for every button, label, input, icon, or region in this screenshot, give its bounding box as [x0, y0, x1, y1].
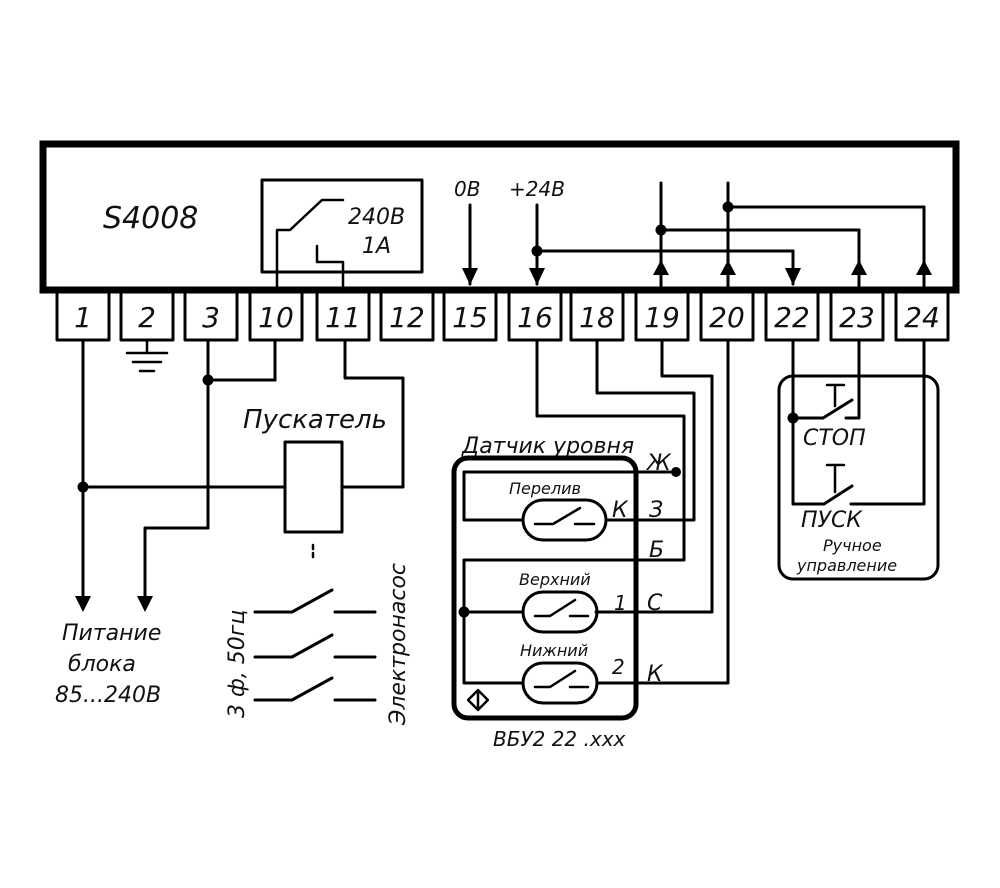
power-supply-line1: Питание	[62, 621, 161, 646]
terminal-label: 12	[389, 301, 425, 334]
lower-switch	[521, 661, 599, 705]
switch-upper-label: Верхний	[519, 570, 591, 589]
terminal-label: 23	[839, 301, 875, 334]
terminal-label: 2	[138, 301, 156, 334]
switch-lower-label: Нижний	[520, 641, 588, 660]
pin-k-overflow: К	[612, 498, 629, 523]
power-wires	[75, 338, 405, 612]
three-phase-contacts	[253, 588, 377, 702]
overflow-switch	[521, 498, 608, 542]
terminal-label: 3	[202, 301, 220, 334]
terminal-15	[442, 290, 498, 342]
power-supply-line3: 85...240В	[55, 683, 161, 708]
relay-voltage: 240В	[348, 205, 405, 230]
pump-label: Электронасос	[386, 563, 411, 726]
supply-0v-arrowhead	[462, 268, 478, 285]
terminal-label: 20	[709, 301, 745, 334]
level-sensor-wiring	[458, 338, 730, 685]
pin-2: 2	[612, 655, 625, 679]
terminal-23	[829, 290, 885, 342]
mains-label: 3 ф, 50гц	[225, 610, 250, 718]
level-sensor-title: Датчик уровня	[461, 434, 634, 459]
terminal-label: 11	[325, 301, 361, 334]
relay-contact	[275, 198, 345, 292]
level-sensor-box	[451, 455, 639, 721]
level-sensor-model: ВБУ2 22 .ххх	[493, 727, 626, 751]
wire-b: Б	[649, 538, 664, 563]
controller-model: S4008	[103, 201, 198, 236]
supply-0v-label: 0В	[454, 177, 480, 201]
terminal-label: 22	[774, 301, 810, 334]
upper-switch	[521, 590, 599, 634]
terminal-label: 18	[579, 301, 615, 334]
start-button	[822, 463, 854, 506]
wire-z: З	[649, 498, 663, 523]
wire-zh: Ж	[645, 451, 672, 476]
terminal-16	[507, 290, 563, 342]
manual-control-line1: Ручное	[823, 536, 882, 555]
terminal-label: 15	[452, 301, 488, 334]
terminal-11	[315, 290, 371, 342]
stop-button	[821, 383, 854, 420]
switch-overflow-label: Перелив	[509, 479, 581, 498]
start-label: ПУСК	[801, 508, 863, 533]
terminal-24	[894, 290, 950, 342]
terminal-label: 19	[644, 301, 680, 334]
stop-label: СТОП	[803, 426, 866, 451]
relay-current: 1А	[362, 234, 391, 259]
supply-24v-arrowhead	[529, 268, 545, 285]
terminal-label: 24	[904, 301, 940, 334]
wire-s: С	[647, 591, 663, 616]
sensor-diamond-icon	[466, 688, 490, 712]
terminal-strip: 1 2 3 10 11 12 15 16 18 19 20 22 23 24	[55, 290, 950, 342]
manual-control-wiring	[787, 338, 926, 506]
controller-body	[39, 140, 960, 294]
internal-wiring	[531, 181, 932, 292]
terminal-label: 1	[74, 301, 92, 334]
pin-1: 1	[614, 591, 627, 615]
ground-icon	[125, 338, 169, 373]
terminal-label: 16	[517, 301, 553, 334]
starter-coil	[283, 440, 344, 534]
terminal-label: 10	[258, 301, 294, 334]
wire-k: К	[647, 662, 664, 687]
manual-control-line2: управление	[796, 556, 897, 575]
terminal-3	[183, 290, 239, 342]
starter-label: Пускатель	[243, 405, 387, 435]
terminal-12	[379, 290, 435, 342]
supply-24v-label: +24В	[509, 177, 565, 201]
power-supply-line2: блока	[68, 652, 136, 677]
